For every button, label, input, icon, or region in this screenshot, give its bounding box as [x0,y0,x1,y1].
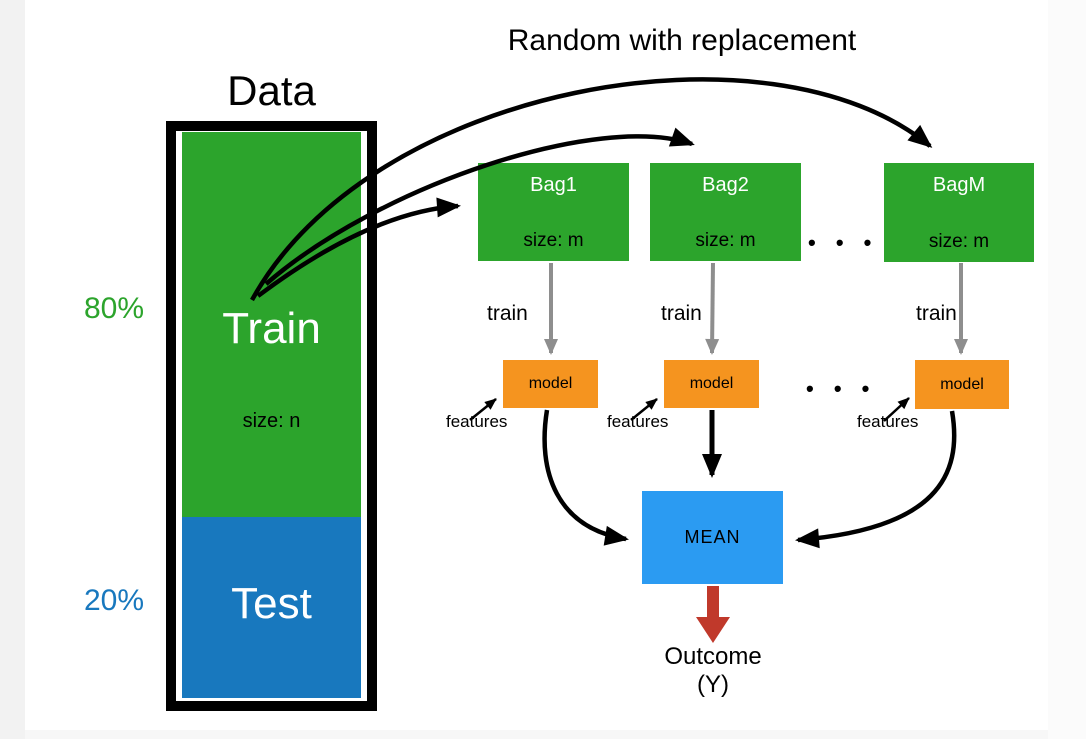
models-ellipsis: • • • [806,376,877,401]
bagM-name: BagM [932,174,986,196]
features-label-3: features [857,412,919,431]
bag1-name: Bag1 [530,174,577,196]
arrow-mean-to-outcome [696,586,730,643]
features-label-1: features [446,412,508,431]
outcome-line1: Outcome [664,643,762,670]
test-label: Test [231,578,312,628]
page-margin-left [0,0,25,739]
train-arrow-label-3: train [916,302,957,325]
bagM-size: size: m [928,231,990,252]
page-margin-right [1048,0,1086,739]
train-percent-label: 80% [84,292,145,325]
train-section: Train size: n [182,132,361,517]
model1-box: model [503,360,598,408]
bag2-box: Bag2 size: m [650,163,801,261]
data-container: Train size: n Test [166,121,377,711]
bags-ellipsis: • • • [808,230,879,255]
data-title: Data [227,67,316,114]
outcome-line2: (Y) [697,671,729,698]
train-size-label: size: n [242,410,301,432]
test-section: Test [182,516,361,698]
features-label-2: features [607,412,669,431]
bag2-size: size: m [695,230,756,251]
bag1-size: size: m [523,230,584,251]
model3-box: model [915,360,1009,409]
outcome-label: Outcome (Y) [640,643,786,699]
bag1-box: Bag1 size: m [478,163,629,261]
mean-box: MEAN [642,491,783,584]
train-arrow-label-1: train [487,302,528,325]
arrow-bag2-train-model2 [705,262,720,355]
test-percent-label: 20% [84,584,145,617]
train-arrow-label-2: train [661,302,702,325]
bagM-box: BagM size: m [884,163,1034,262]
random-with-replacement-label: Random with replacement [507,24,857,57]
train-label: Train [222,304,321,353]
bag2-name: Bag2 [702,174,749,196]
page-margin-bottom [25,730,1048,739]
model2-box: model [664,360,759,408]
